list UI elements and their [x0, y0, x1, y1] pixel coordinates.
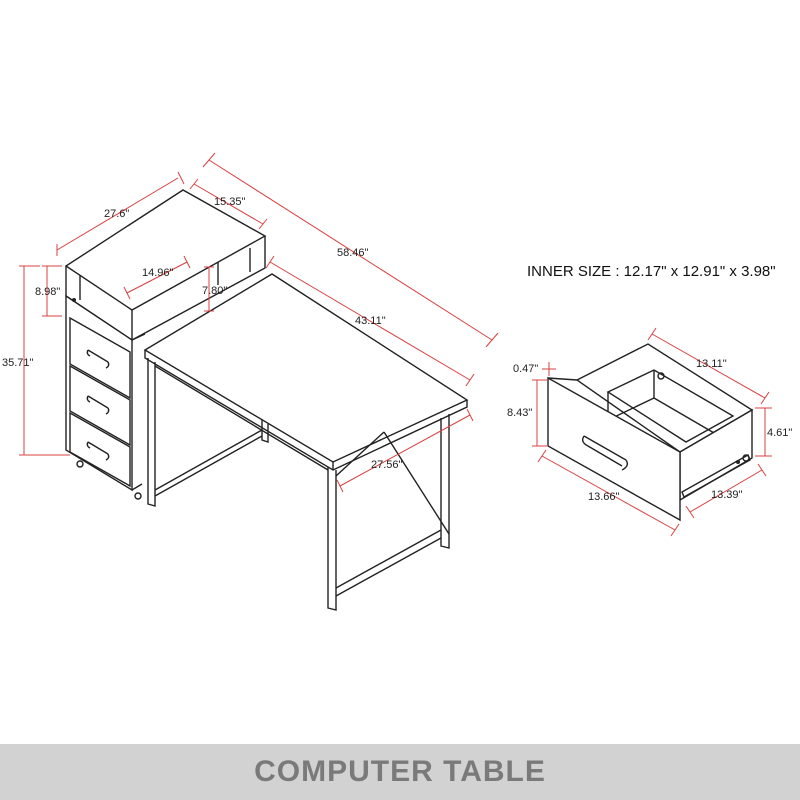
footer-band: COMPUTER TABLE	[0, 744, 800, 800]
drawer-front	[69, 411, 131, 488]
drawer-depth-label: 13.39"	[711, 489, 743, 501]
drawer-handle-icon	[86, 441, 110, 461]
desktop-depth-label: 27.56"	[371, 459, 403, 471]
drawer-front	[69, 364, 131, 447]
drawer-handle-icon	[581, 435, 629, 471]
front-width-label: 13.66"	[588, 491, 620, 503]
panel-thickness-label: 0.47"	[513, 363, 538, 375]
back-width-label: 13.11"	[696, 358, 727, 370]
drawer-dimension-lines	[532, 327, 772, 537]
shelf-side-height-label: 8.98"	[35, 286, 60, 298]
drawer-handle-icon	[86, 349, 110, 369]
shelf-inner-width-label: 14.96"	[142, 267, 174, 279]
total-length-label: 58.46"	[337, 247, 369, 259]
shelf-inner-height-label: 7.80"	[202, 285, 227, 297]
drawer-handle-icon	[86, 395, 110, 415]
desktop-surface	[143, 273, 469, 463]
desk-dimension-lines	[19, 152, 499, 493]
desk-illustration	[64, 189, 469, 611]
total-height-label: 35.71"	[2, 357, 34, 369]
desktop-length-label: 43.11"	[355, 315, 386, 327]
inner-size-text: INNER SIZE : 12.17" x 12.91" x 3.98"	[527, 263, 776, 280]
drawer-front-panel	[547, 376, 681, 522]
slide-rail	[681, 453, 751, 499]
drawer-front	[69, 316, 131, 400]
shelf-depth-label: 15.35"	[214, 196, 246, 208]
front-height-label: 8.43"	[507, 407, 532, 419]
side-height-label: 4.61"	[767, 427, 792, 439]
drawer-illustration	[547, 343, 754, 522]
footer-title: COMPUTER TABLE	[254, 755, 546, 788]
shelf-width-label: 27.6"	[104, 208, 129, 220]
